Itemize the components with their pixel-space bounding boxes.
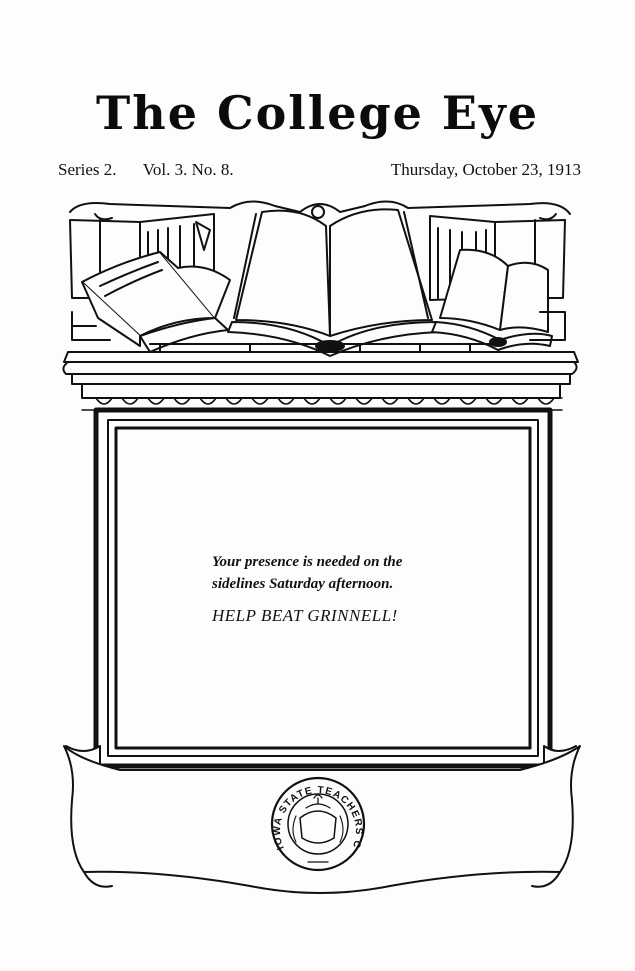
issue-date: Thursday, October 23, 1913: [390, 160, 581, 179]
masthead-title: The College Eye: [96, 86, 539, 140]
top-scroll-ornament: [69, 200, 571, 221]
shelf-cornice: [62, 351, 579, 399]
center-open-book-icon: [227, 208, 441, 357]
right-open-book-icon: [431, 248, 553, 351]
notice-text-block: Your presence is needed on the sidelines…: [212, 551, 512, 626]
notice-line-1: Your presence is needed on the: [212, 554, 403, 570]
notice-line-2: sidelines Saturday afternoon.: [212, 576, 394, 592]
seal-lettering: IOWA STATE TEACHERS COLLEGE: [0, 0, 363, 851]
series-label: Series 2.: [58, 160, 117, 179]
issue-info: Series 2. Vol. 3. No. 8.: [58, 160, 234, 180]
college-seal: [270, 776, 366, 872]
notice-frame-border: [93, 407, 553, 769]
left-open-book-icon: [81, 251, 231, 353]
volume-label: Vol. 3. No. 8.: [142, 160, 234, 179]
notice-headline: HELP BEAT GRINNELL!: [212, 606, 398, 625]
